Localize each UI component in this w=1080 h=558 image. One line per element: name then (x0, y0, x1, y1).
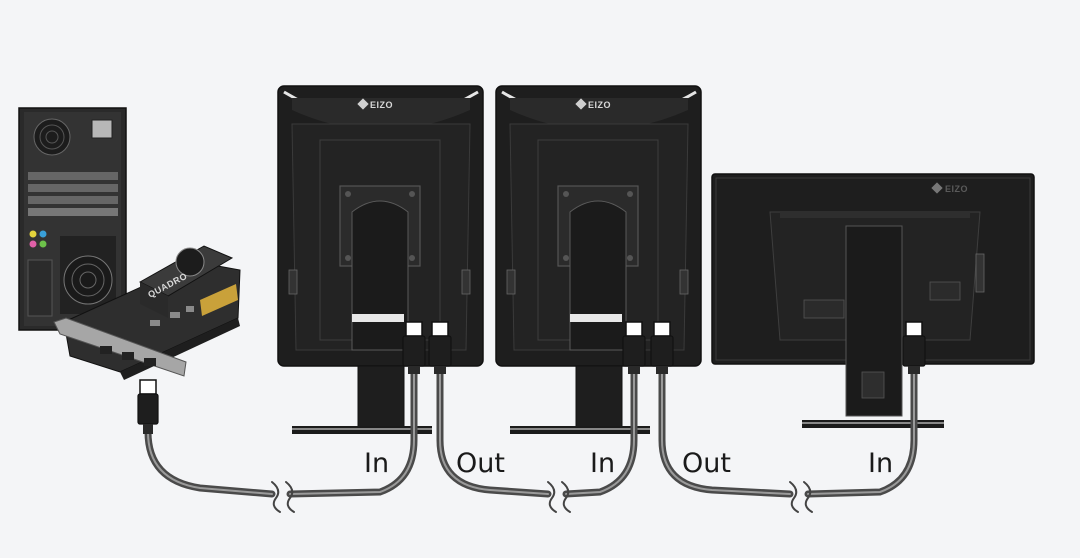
graphics-card: QUADRO (53, 245, 241, 380)
audio-jacks (29, 230, 47, 248)
label-monitor2-in: In (590, 448, 615, 479)
cable-pc-to-monitor1 (144, 428, 276, 498)
port-labels: In Out In Out In (364, 448, 893, 479)
fan-grill-icon (33, 118, 71, 156)
break-icon (547, 481, 557, 513)
displayport-connectors (137, 321, 926, 434)
svg-text:EIZO: EIZO (945, 184, 968, 194)
gpu-fan-icon (175, 247, 205, 277)
brand-logo: EIZO (575, 98, 611, 110)
dp-connector-icon (902, 321, 926, 374)
break-icon (803, 481, 813, 513)
dp-connector-icon (137, 379, 159, 434)
power-socket-icon (91, 119, 113, 139)
dp-connector-icon (622, 321, 646, 374)
dp-connector-icon (402, 321, 426, 374)
label-monitor2-out: Out (682, 448, 731, 479)
label-monitor1-out: Out (456, 448, 505, 479)
break-icon (789, 481, 799, 513)
brand-logo: EIZO (357, 98, 393, 110)
monitor-1: EIZO (277, 85, 484, 434)
brand-logo: EIZO (931, 182, 968, 194)
monitor-2: EIZO (495, 85, 702, 434)
monitor-3: EIZO (711, 173, 1035, 428)
gold-contacts (200, 284, 238, 316)
label-monitor1-in: In (364, 448, 389, 479)
break-icon (561, 481, 571, 513)
displayport-cables (144, 368, 918, 513)
pc-tower (18, 107, 127, 331)
svg-text:EIZO: EIZO (588, 100, 611, 110)
dp-connector-icon (650, 321, 674, 374)
break-icon (285, 481, 295, 513)
dp-connector-icon (428, 321, 452, 374)
break-icon (271, 481, 281, 513)
lower-fan-icon (60, 236, 116, 314)
label-monitor3-in: In (868, 448, 893, 479)
svg-text:EIZO: EIZO (370, 100, 393, 110)
